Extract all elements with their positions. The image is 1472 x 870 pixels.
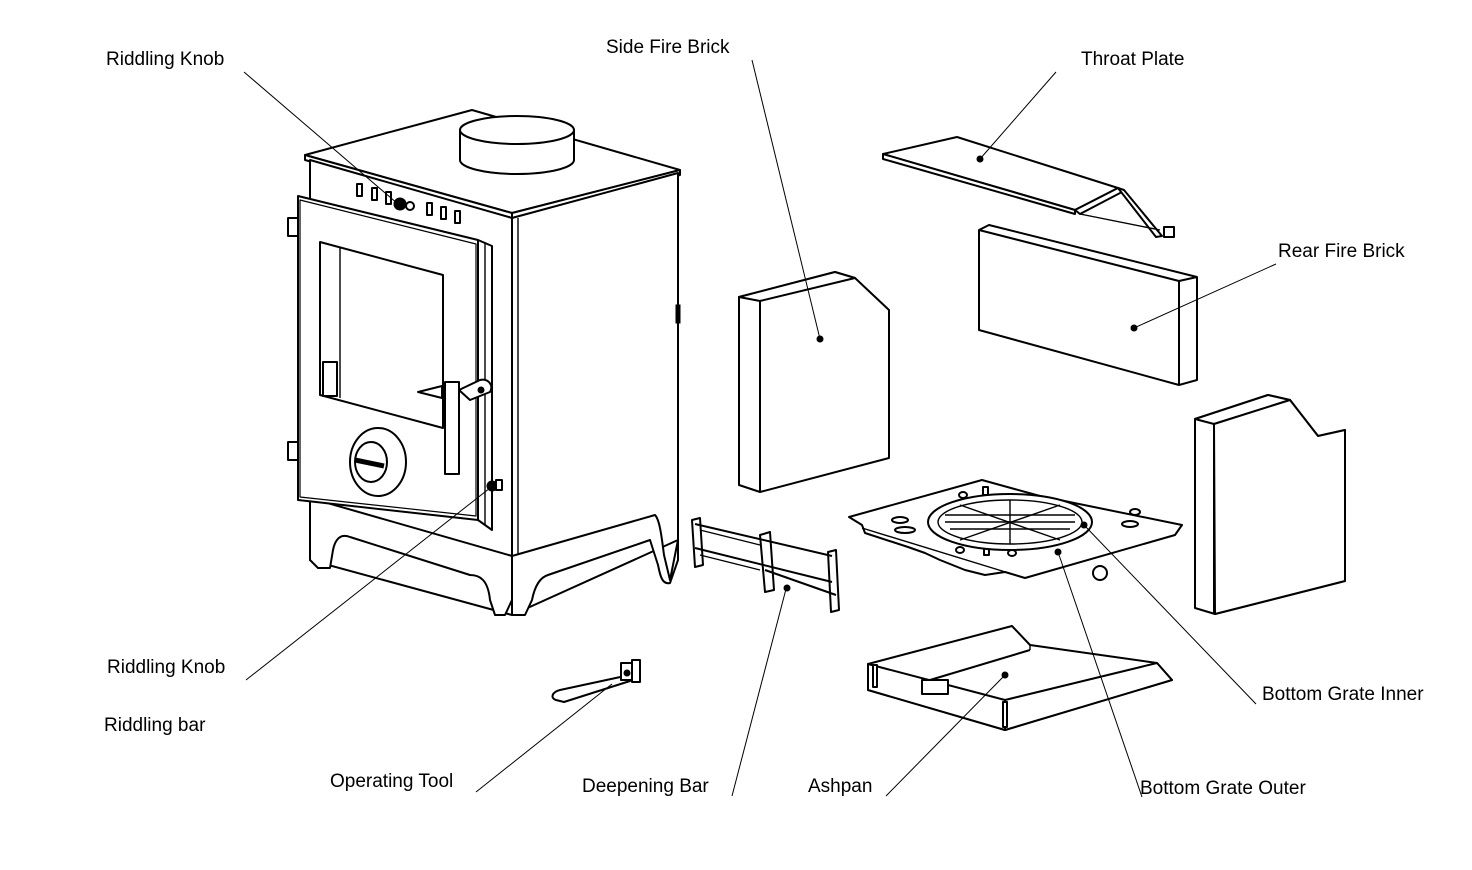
marker-bottom-grate-outer — [1054, 548, 1062, 556]
marker-ashpan — [1001, 671, 1009, 679]
leader-riddling-knob-top — [243, 71, 399, 205]
label-bottom-grate-outer: Bottom Grate Outer — [1140, 778, 1306, 799]
riddling-knob-lower-part — [486, 479, 503, 492]
leader-throat-plate — [979, 71, 1057, 160]
label-bottom-grate-inner: Bottom Grate Inner — [1262, 684, 1424, 705]
side-fire-brick-right — [1194, 394, 1346, 615]
marker-rear-fire-brick — [1130, 324, 1138, 332]
label-riddling-bar: Riddling bar — [104, 715, 206, 736]
leader-riddling-knob-bottom — [245, 487, 491, 681]
label-side-fire-brick: Side Fire Brick — [606, 37, 730, 58]
leader-bottom-grate-inner — [1083, 524, 1257, 705]
air-control-dial — [349, 427, 407, 497]
bottom-grate — [848, 479, 1183, 581]
operating-tool — [551, 659, 641, 703]
side-fire-brick-left — [738, 271, 890, 493]
leader-operating-tool — [475, 683, 613, 793]
throat-plate — [882, 136, 1175, 238]
leader-bottom-grate-outer — [1057, 551, 1143, 798]
stove-door — [287, 195, 503, 531]
label-operating-tool: Operating Tool — [330, 771, 454, 792]
marker-side-fire-brick — [816, 335, 824, 343]
label-riddling-knob-top: Riddling Knob — [106, 49, 225, 70]
leader-rear-fire-brick — [1133, 263, 1277, 329]
leader-ashpan — [885, 674, 1006, 797]
label-riddling-knob-bottom: Riddling Knob — [107, 657, 226, 678]
flue-collar — [459, 115, 575, 175]
ashpan — [867, 625, 1173, 731]
label-throat-plate: Throat Plate — [1081, 49, 1185, 70]
bottom-grate-inner-part — [927, 493, 1093, 551]
leader-deepening-bar — [731, 588, 787, 797]
label-rear-fire-brick: Rear Fire Brick — [1278, 241, 1405, 262]
deepening-bar — [691, 517, 840, 613]
marker-deepening-bar — [783, 584, 791, 592]
label-deepening-bar: Deepening Bar — [582, 776, 709, 797]
marker-throat-plate — [976, 155, 984, 163]
stove-body — [287, 109, 681, 616]
label-ashpan: Ashpan — [808, 776, 873, 797]
riddling-knob-top-part — [393, 197, 415, 211]
leader-side-fire-brick — [751, 59, 821, 340]
marker-bottom-grate-inner — [1080, 521, 1088, 529]
leader-lines — [243, 59, 1277, 798]
rear-fire-brick — [978, 224, 1198, 386]
